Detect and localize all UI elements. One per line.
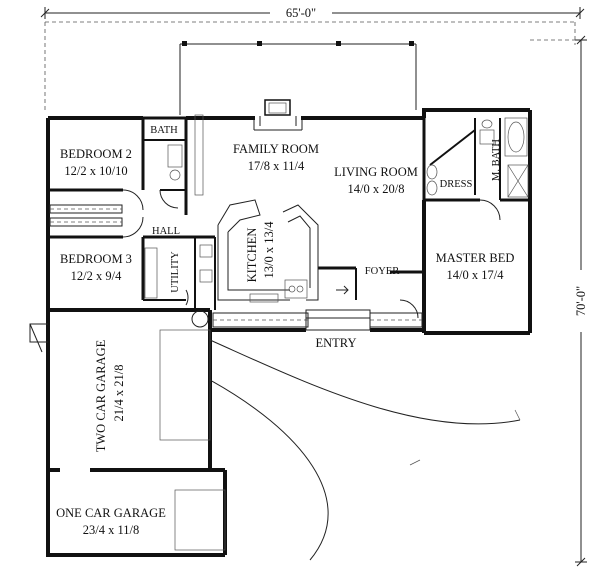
room-name: FAMILY ROOM xyxy=(233,142,319,156)
room-name: TWO CAR GARAGE xyxy=(94,339,108,452)
room-size: 14/0 x 20/8 xyxy=(348,182,405,196)
room-dress: DRESS xyxy=(440,179,473,190)
covered-patio xyxy=(179,41,417,115)
room-size: 13/0 x 13/4 xyxy=(262,221,276,279)
entry-porch xyxy=(191,285,423,331)
room-entry: ENTRY xyxy=(316,336,357,350)
room-size: 14/0 x 17/4 xyxy=(447,268,505,282)
room-name: LIVING ROOM xyxy=(334,165,418,179)
room-name: MASTER BED xyxy=(436,251,515,265)
room-living-room: LIVING ROOM 14/0 x 20/8 xyxy=(334,165,418,196)
doors xyxy=(122,189,501,319)
driveway xyxy=(159,329,521,561)
room-utility: UTILITY xyxy=(170,251,181,293)
roof-guides xyxy=(44,21,576,110)
width-dimension-line xyxy=(40,4,585,20)
room-family-room: FAMILY ROOM 17/8 x 11/4 xyxy=(233,142,319,173)
bath-fixtures xyxy=(167,117,529,198)
room-two-car-garage: TWO CAR GARAGE 21/4 x 21/8 xyxy=(94,339,126,452)
room-size: 21/4 x 21/8 xyxy=(112,365,126,422)
room-hall: HALL xyxy=(152,226,180,237)
room-foyer: FOYER xyxy=(365,266,399,277)
width-dimension: 65'-0" xyxy=(286,6,316,20)
room-name: BEDROOM 2 xyxy=(60,147,132,161)
room-size: 12/2 x 10/10 xyxy=(64,164,127,178)
room-master-bath: M. BATH xyxy=(491,139,502,181)
room-kitchen: KITCHEN 13/0 x 13/4 xyxy=(245,221,276,283)
garage-side-door xyxy=(29,323,48,353)
room-name: BEDROOM 3 xyxy=(60,252,132,266)
fireplace xyxy=(253,99,303,131)
room-size: 12/2 x 9/4 xyxy=(71,269,122,283)
room-one-car-garage: ONE CAR GARAGE 23/4 x 11/8 xyxy=(56,506,166,537)
depth-dimension: 70'-0" xyxy=(574,286,588,316)
room-master-bed: MASTER BED 14/0 x 17/4 xyxy=(436,251,515,282)
closets xyxy=(49,114,204,299)
room-bedroom-2: BEDROOM 2 12/2 x 10/10 xyxy=(60,147,132,178)
room-name: ONE CAR GARAGE xyxy=(56,506,166,520)
kitchen-cabinets xyxy=(199,199,319,303)
room-size: 23/4 x 11/8 xyxy=(83,523,139,537)
room-size: 17/8 x 11/4 xyxy=(248,159,305,173)
room-name: KITCHEN xyxy=(245,228,259,283)
depth-dimension-line xyxy=(573,35,589,567)
interior-walls xyxy=(48,116,530,310)
room-bedroom-3: BEDROOM 3 12/2 x 9/4 xyxy=(60,252,132,283)
room-bath: BATH xyxy=(150,125,178,136)
